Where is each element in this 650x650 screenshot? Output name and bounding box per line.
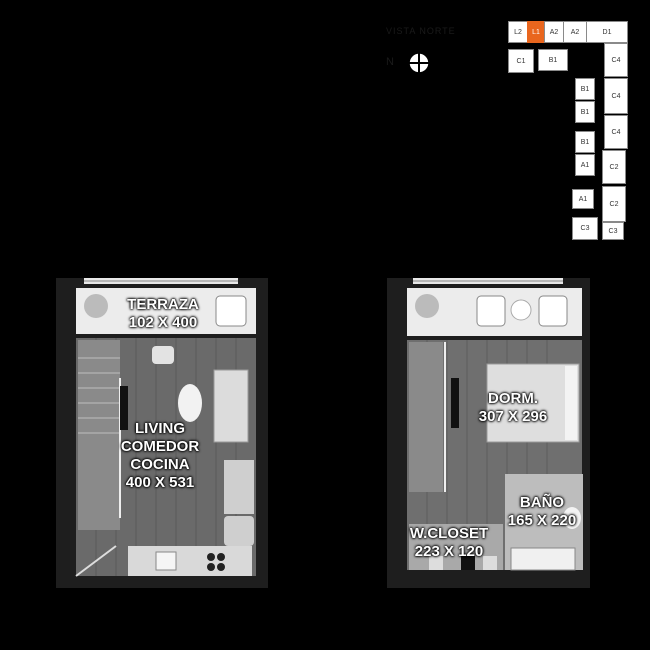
floor-plan-lower: [56, 278, 268, 588]
compass-text: VISTA NORTE: [386, 26, 456, 36]
unit-c3: C3: [572, 217, 598, 240]
unit-a2: A2: [563, 21, 587, 43]
unit-c4: C4: [604, 43, 628, 77]
unit-a1: A1: [575, 154, 595, 176]
unit-c1: C1: [508, 49, 534, 73]
room-dims: 165 X 220: [507, 512, 577, 529]
room-dims: 223 X 120: [414, 543, 484, 560]
room-name: DORM.: [488, 390, 538, 407]
room-label-terraza: TERRAZA 102 X 400: [108, 296, 218, 332]
unit-a1: A1: [572, 189, 594, 209]
unit-c2: C2: [602, 186, 626, 222]
unit-b1: B1: [575, 131, 595, 153]
compass-letter: N: [386, 56, 394, 68]
unit-b1: B1: [575, 78, 595, 100]
room-dims: 400 X 531: [125, 474, 195, 491]
unit-c3: C3: [602, 222, 624, 240]
room-name: COCINA: [130, 456, 190, 473]
unit-b1: B1: [575, 101, 595, 123]
unit-c2: C2: [602, 150, 626, 184]
compass-icon: [408, 52, 430, 74]
floor-plan-upper: [387, 278, 590, 588]
unit-a2: A2: [544, 21, 564, 43]
room-label-bano: BAÑO 165 X 220: [500, 494, 584, 530]
unit-c4: C4: [604, 78, 628, 114]
unit-b1: B1: [538, 49, 568, 71]
room-name: COMEDOR: [120, 438, 200, 455]
room-label-dorm: DORM. 307 X 296: [468, 390, 558, 426]
unit-c4: C4: [604, 115, 628, 149]
key-plan: VISTA NORTE N L2 L1 A2 A2 D1 C1 B1 C4 C4…: [380, 18, 640, 248]
room-name: W.CLOSET: [409, 525, 489, 542]
room-name: BAÑO: [519, 494, 565, 511]
room-name: TERRAZA: [127, 296, 199, 313]
unit-l2: L2: [508, 21, 528, 43]
unit-d1: D1: [586, 21, 628, 43]
unit-l1-active: L1: [527, 21, 545, 43]
room-name: LIVING: [134, 420, 185, 437]
room-label-living: LIVING COMEDOR COCINA 400 X 531: [100, 420, 220, 492]
room-dims: 102 X 400: [128, 314, 198, 331]
room-label-closet: W.CLOSET 223 X 120: [397, 525, 501, 561]
room-dims: 307 X 296: [478, 408, 548, 425]
